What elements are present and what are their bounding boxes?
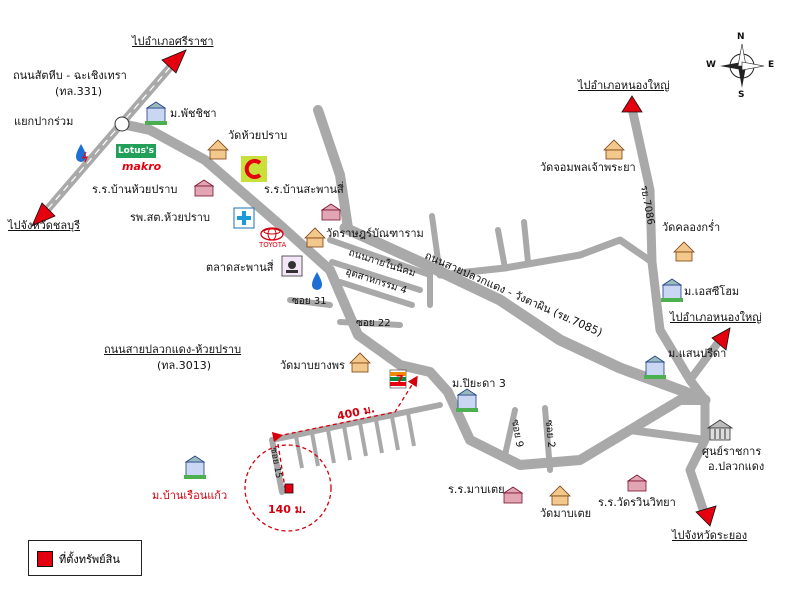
toyota-label: TOYOTA <box>259 241 287 249</box>
label-wat-maptang: วัดมาบยางพร <box>280 359 345 372</box>
seven-eleven-label: 7 <box>396 373 404 386</box>
lotus-logo: Lotus's <box>116 144 156 158</box>
arrow-to-nong-yai-mid <box>711 327 731 351</box>
label-soi-31: ซอย 31 <box>292 296 327 307</box>
compass-s: S <box>738 90 745 100</box>
label-to-sriracha: ไปอำเภอศรีราชา <box>132 35 214 48</box>
arrow-to-rayong <box>695 505 717 527</box>
housing-icons <box>145 101 683 479</box>
soi-2-label: ซอย 2 <box>543 419 556 448</box>
property-marker <box>284 483 294 494</box>
toyota-emblem <box>260 227 284 241</box>
label-m-saen-preeda: ม.แสนปรีดา <box>668 347 727 360</box>
label-junction: แยกปากร่วม <box>14 115 74 128</box>
label-gov-center: ศูนย์ราชการ <box>702 445 762 458</box>
highway-331 <box>36 55 182 221</box>
label-to-nong-yai-top: ไปอำเภอหนองใหญ่ <box>578 79 670 92</box>
hospital-icon <box>233 207 255 229</box>
temple-icons <box>207 139 695 506</box>
label-m-piyada: ม.ปิยะดา 3 <box>452 377 506 390</box>
label-m-es-home: ม.เอสซีโฮม <box>684 285 740 298</box>
label-wat-huai-prab: วัดห้วยปราบ <box>228 129 288 142</box>
market-icon <box>281 255 303 277</box>
label-road-3013-code: (ทล.3013) <box>157 359 212 372</box>
distance-guides <box>244 375 418 532</box>
gas-station-flame-icon <box>81 151 88 163</box>
school-icons <box>193 179 648 504</box>
label-wat-rat-burana: วัดราษฎร์บัณฑาราม <box>326 227 424 240</box>
label-to-rayong: ไปจังหวัดระยอง <box>672 529 748 542</box>
label-m-ruean-kaeo: ม.บ้านเรือนแก้ว <box>152 489 228 502</box>
junction-marker <box>114 116 130 132</box>
label-school-huai-prab: ร.ร.บ้านห้วยปราบ <box>92 183 178 196</box>
label-dist-140: 140 ม. <box>268 503 307 516</box>
label-to-nong-yai-mid: ไปอำเภอหนองใหญ่ <box>670 311 762 324</box>
label-road-3013-name: ถนนสายปลวกแดง-ห้วยปราบ <box>104 343 242 356</box>
gov-center-icon <box>706 419 734 441</box>
compass-rose <box>720 43 765 88</box>
label-school-wat-rawin: ร.ร.วัดรวินวิทยา <box>598 496 676 509</box>
compass-e: E <box>768 60 775 70</box>
label-to-chonburi: ไปจังหวัดชลบุรี <box>8 219 80 232</box>
legend-property-label: ที่ตั้งทรัพย์สิน <box>59 553 120 566</box>
legend-property-swatch <box>37 551 53 567</box>
label-road-331-name: ถนนสัตหีบ - ฉะเชิงเทรา <box>13 69 127 82</box>
soi-15-label: ซอย 15 <box>268 447 283 479</box>
arrow-to-nong-yai-top <box>621 95 643 113</box>
seven-eleven-icon <box>389 369 407 389</box>
map-legend: ที่ตั้งทรัพย์สิน <box>28 540 142 576</box>
label-school-map-khoei: ร.ร.มาบเตย <box>448 483 505 496</box>
label-soi-22: ซอย 22 <box>356 318 391 329</box>
road-7085-label: ถนนสายปลวกแดง - วังตาผิน (รย.7085) <box>423 249 605 339</box>
label-wat-chom: วัดจอมพลเจ้าพระยา <box>540 161 636 174</box>
label-school-saphan-si: ร.ร.บ้านสะพานสี่ <box>264 183 344 196</box>
bigc-logo <box>241 156 267 182</box>
compass-n: N <box>737 32 745 42</box>
soi-9-label: ซอย 9 <box>509 419 525 449</box>
arrow-to-chonburi <box>31 202 56 227</box>
label-m-phatchara: ม.พัชชิชา <box>170 107 217 120</box>
label-gov-center-2: อ.ปลวกแดง <box>708 460 765 473</box>
arrow-to-sriracha <box>161 49 187 74</box>
makro-logo: makro <box>122 160 162 173</box>
label-road-331-code: (ทล.331) <box>55 85 103 98</box>
label-hospital: รพ.สต.ห้วยปราบ <box>130 211 210 224</box>
label-wat-map-khoei: วัดมาบเตย <box>540 507 592 520</box>
label-wat-khlong-kram: วัดคลองกร่ำ <box>662 221 721 234</box>
compass-w: W <box>706 60 716 70</box>
label-market: ตลาดสะพานสี่ <box>206 261 274 274</box>
